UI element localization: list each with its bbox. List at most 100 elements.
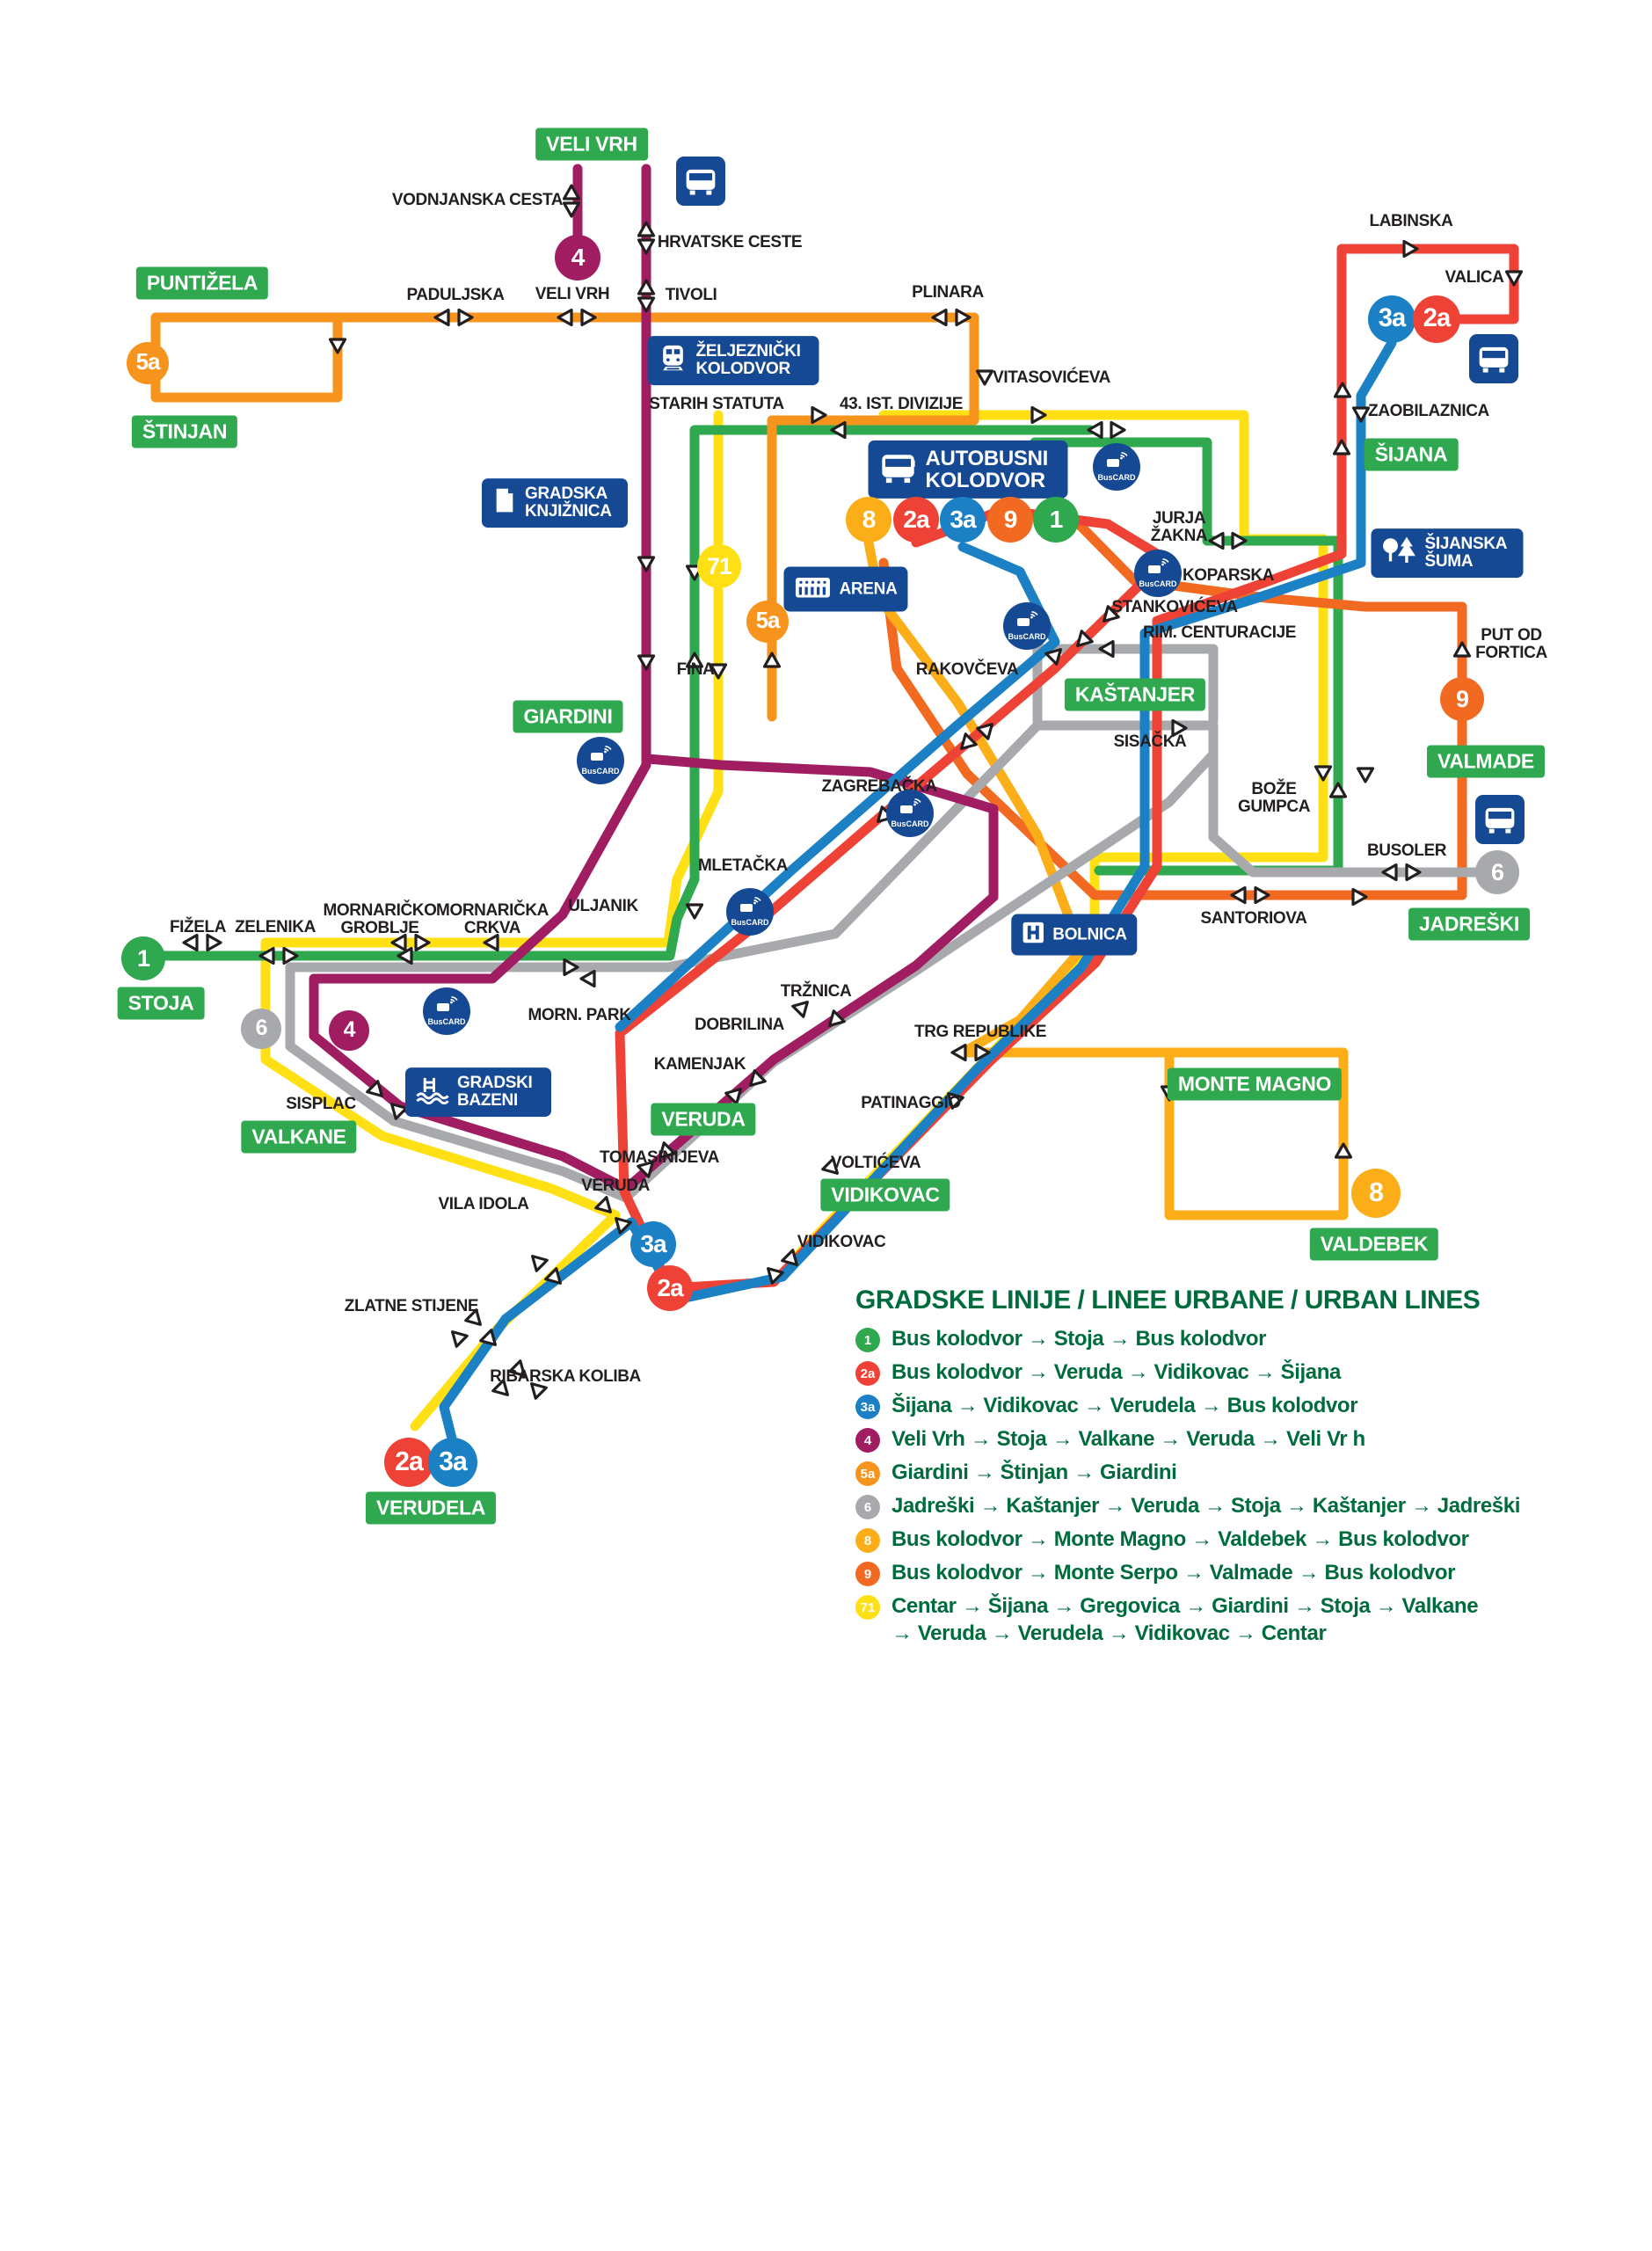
book-icon — [492, 487, 517, 520]
stop-label: ZELENIKA — [235, 918, 316, 937]
colosseum-icon — [794, 574, 831, 605]
terminus-badge: VELI VRH — [535, 127, 648, 161]
route-line-6 — [1032, 644, 1503, 878]
legend-line-badge: 71 — [855, 1595, 880, 1620]
legend-route-text: Šijana → Vidikovac → Verudela → Bus kolo… — [891, 1394, 1358, 1417]
legend-item: 71 Centar → Šijana → Gregovica → Giardin… — [855, 1594, 1603, 1620]
line-number-badge: 2a — [647, 1265, 693, 1311]
legend-title: GRADSKE LINIJE / LINEE URBANE / URBAN LI… — [855, 1286, 1481, 1315]
stop-label: PADULJSKA — [406, 286, 505, 305]
stop-label: STANKOVIĆEVA — [1111, 598, 1238, 617]
legend-item: 5a Giardini → Štinjan → Giardini — [855, 1461, 1603, 1486]
route-line-6 — [285, 720, 1217, 1203]
legend-route-text: Bus kolodvor → Monte Serpo → Valmade → B… — [891, 1561, 1456, 1584]
buscard-label: BusCARD — [1139, 579, 1177, 588]
buscard-chip: BusCARD — [1093, 443, 1140, 491]
stop-label: DOBRILINA — [695, 1016, 784, 1035]
line-number-badge: 6 — [1475, 850, 1519, 894]
line-number-badge: 2a — [893, 497, 939, 543]
poi-label: GRADSKA KNJIŽNICA — [525, 484, 612, 521]
stop-label: 43. IST. DIVIZIJE — [840, 395, 963, 414]
line-number-badge: 4 — [329, 1010, 369, 1051]
terminus-badge: JADREŠKI — [1408, 907, 1530, 941]
legend-item: 9 Bus kolodvor → Monte Serpo → Valmade →… — [855, 1561, 1603, 1586]
stop-label: VIDIKOVAC — [797, 1233, 886, 1252]
poi-gradski-bazeni: GRADSKI BAZENI — [405, 1067, 551, 1117]
stop-label: BOŽE GUMPCA — [1237, 780, 1311, 816]
line-number-badge: 3a — [940, 497, 986, 543]
buscard-icon — [1105, 452, 1128, 474]
poi-label: GRADSKI BAZENI — [457, 1074, 533, 1110]
buscard-icon — [589, 746, 612, 768]
buscard-icon — [1015, 611, 1038, 633]
stop-label: ZAOBILAZNICA — [1368, 402, 1489, 421]
stop-label: ZLATNE STIJENE — [344, 1297, 479, 1316]
terminus-badge: VERUDELA — [365, 1491, 497, 1525]
bus-stop-icon — [1475, 795, 1525, 844]
stop-label: VOLTIĆEVA — [830, 1154, 921, 1173]
buscard-icon — [739, 897, 761, 919]
terminus-badge: VALDEBEK — [1309, 1227, 1439, 1261]
legend-route-text: Veli Vrh → Stoja → Valkane → Veruda → Ve… — [891, 1427, 1365, 1451]
stop-label: HRVATSKE CESTE — [657, 233, 803, 252]
legend-route-text: Centar → Šijana → Gregovica → Giardini →… — [891, 1594, 1479, 1618]
stop-label: FIŽELA — [169, 918, 227, 937]
stop-label: TRG REPUBLIKE — [914, 1023, 1046, 1042]
legend-line-badge: 1 — [855, 1328, 880, 1352]
poi-arena: ARENA — [783, 566, 908, 612]
terminus-badge: VALKANE — [241, 1120, 357, 1154]
buscard-icon — [435, 996, 458, 1018]
buscard-label: BusCARD — [1008, 632, 1046, 641]
buscard-label: BusCARD — [891, 820, 929, 828]
legend-route-continuation: → Veruda → Verudela → Vidikovac → Centar — [891, 1621, 1327, 1645]
poi-label: AUTOBUSNI KOLODVOR — [925, 446, 1049, 492]
legend-line-badge: 6 — [855, 1495, 880, 1519]
buscard-chip: BusCARD — [577, 737, 624, 784]
stop-label: FINA — [676, 660, 715, 680]
stop-label: PUT OD FORTICA — [1475, 626, 1547, 662]
poi-bolnica: BOLNICA — [1011, 914, 1138, 956]
legend-item: 3a Šijana → Vidikovac → Verudela → Bus k… — [855, 1394, 1603, 1419]
buscard-chip: BusCARD — [726, 888, 774, 936]
stop-label: KOPARSKA — [1182, 566, 1275, 586]
buscard-chip: BusCARD — [1003, 602, 1051, 650]
line-number-badge: 4 — [555, 235, 600, 280]
route-line-5a — [150, 312, 343, 403]
stop-label: PLINARA — [912, 283, 984, 302]
line-number-badge: 2a — [1413, 295, 1460, 343]
legend-route-text: Giardini → Štinjan → Giardini — [891, 1461, 1177, 1484]
stop-label: VILA IDOLA — [438, 1195, 529, 1214]
terminus-badge: VALMADE — [1427, 745, 1545, 778]
terminus-badge: MONTE MAGNO — [1167, 1067, 1343, 1101]
stop-label: TRŽNICA — [780, 982, 852, 1002]
stop-label: TOMASINIJEVA — [600, 1148, 719, 1168]
poi-autobusni-kolodvor: AUTOBUSNI KOLODVOR — [868, 440, 1068, 499]
legend-line-badge: 9 — [855, 1562, 880, 1586]
legend-route-text: Jadreški → Kaštanjer → Veruda → Stoja → … — [891, 1494, 1520, 1518]
line-number-badge: 71 — [697, 544, 741, 588]
legend-route-text: Bus kolodvor → Monte Magno → Valdebek → … — [891, 1527, 1469, 1551]
line-number-badge: 1 — [1033, 497, 1079, 543]
buscard-label: BusCARD — [581, 767, 620, 776]
stop-label: TIVOLI — [665, 286, 717, 305]
buscard-chip: BusCARD — [423, 987, 470, 1035]
terminus-badge: STOJA — [117, 987, 205, 1020]
line-number-badge: 2a — [384, 1438, 433, 1487]
route-line-1 — [157, 425, 1095, 961]
legend-route-text: Bus kolodvor → Stoja → Bus kolodvor — [891, 1327, 1267, 1351]
bus-stop-icon — [1469, 334, 1518, 383]
route-line-5a — [332, 312, 979, 722]
legend-line-badge: 8 — [855, 1528, 880, 1553]
line-number-badge: 5a — [127, 342, 169, 384]
stop-label: SANTORIOVA — [1200, 909, 1307, 929]
bus-icon — [879, 449, 918, 489]
stop-label: VERUDA — [581, 1176, 650, 1196]
legend-line-badge: 3a — [855, 1395, 880, 1419]
poi-label: ŽELJEZNIČKI KOLODVOR — [695, 342, 801, 378]
line-number-badge: 5a — [746, 601, 789, 643]
line-number-badge: 8 — [1351, 1169, 1401, 1218]
stop-label: ULJANIK — [568, 897, 638, 916]
legend-route-text: Bus kolodvor → Veruda → Vidikovac → Šija… — [891, 1360, 1341, 1384]
